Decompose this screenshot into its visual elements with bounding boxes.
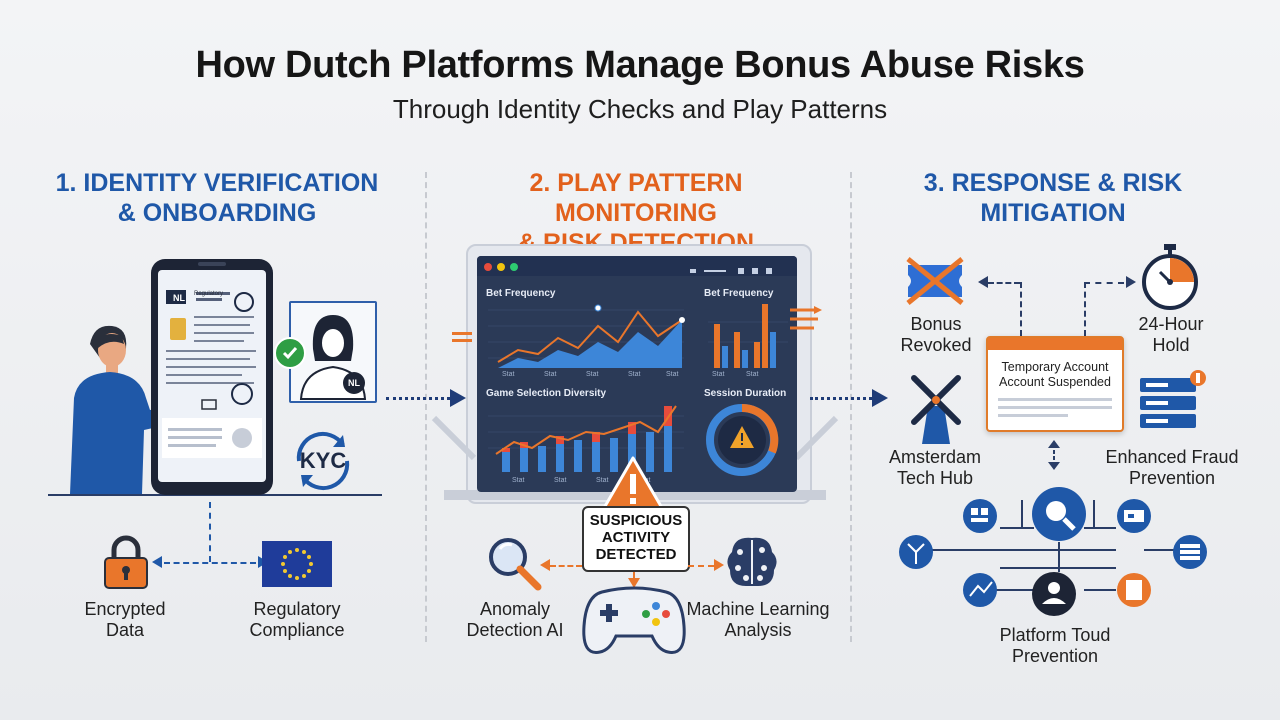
chart-title: Bet Frequency bbox=[704, 288, 774, 299]
bet-frequency-line-chart: Stat Stat Stat Stat Stat bbox=[488, 304, 685, 378]
page-title: How Dutch Platforms Manage Bonus Abuse R… bbox=[195, 44, 1085, 86]
stopwatch-icon bbox=[1142, 244, 1198, 310]
arrow-right-icon bbox=[714, 559, 724, 571]
cancelled-ticket-icon bbox=[906, 257, 964, 305]
gamepad-icon bbox=[582, 586, 686, 654]
arrow-down-icon bbox=[628, 572, 640, 588]
eu-flag-icon bbox=[262, 541, 332, 587]
connector-line bbox=[1020, 282, 1022, 336]
page-subtitle: Through Identity Checks and Play Pattern… bbox=[392, 94, 888, 124]
svg-text:Stat: Stat bbox=[666, 371, 679, 378]
windmill-icon bbox=[911, 375, 961, 444]
connector-line bbox=[209, 502, 211, 562]
connector-line bbox=[1084, 282, 1124, 284]
equals-marker-icon bbox=[452, 330, 472, 344]
section-divider bbox=[850, 172, 852, 642]
connector-line bbox=[1084, 282, 1086, 336]
smartphone-illustration bbox=[151, 259, 273, 495]
svg-text:Stat: Stat bbox=[544, 371, 557, 378]
section-heading-identity: 1. IDENTITY VERIFICATION& ONBOARDING bbox=[55, 169, 379, 227]
window-minimize-dot[interactable] bbox=[497, 263, 505, 271]
chart-title: Session Duration bbox=[704, 388, 787, 399]
svg-text:Stat: Stat bbox=[628, 371, 641, 378]
document-header: Regulatory bbox=[194, 291, 224, 297]
flow-out-arrows-icon bbox=[790, 306, 822, 332]
arrow-left-icon bbox=[978, 276, 988, 288]
bidirectional-arrow-icon bbox=[1048, 440, 1060, 470]
bet-frequency-bar-chart: Stat Stat bbox=[708, 304, 788, 378]
svg-text:Stat: Stat bbox=[746, 371, 759, 378]
nl-badge: NL bbox=[343, 372, 365, 394]
flow-arrow-line bbox=[810, 397, 872, 400]
svg-text:Stat: Stat bbox=[554, 477, 567, 484]
document-badge: NL bbox=[173, 293, 185, 303]
connector-line bbox=[550, 565, 582, 567]
svg-text:Stat: Stat bbox=[586, 371, 599, 378]
section-divider bbox=[425, 172, 427, 642]
chart-title: Bet Frequency bbox=[486, 288, 556, 299]
account-suspended-notice: Temporary Account Account Suspended bbox=[986, 336, 1124, 432]
person-illustration bbox=[70, 325, 186, 494]
arrow-right-icon bbox=[1126, 276, 1136, 288]
window-close-dot[interactable] bbox=[484, 263, 492, 271]
arrow-right-icon bbox=[872, 389, 888, 407]
connector-line bbox=[164, 562, 256, 564]
server-icon bbox=[1140, 370, 1206, 428]
svg-text:Stat: Stat bbox=[512, 477, 525, 484]
window-toolbar-icons bbox=[690, 262, 780, 274]
arrow-right-icon bbox=[450, 389, 466, 407]
padlock-icon bbox=[104, 535, 148, 589]
kyc-cycle-icon bbox=[296, 431, 350, 491]
warning-icon bbox=[602, 456, 664, 510]
connector-line bbox=[988, 282, 1020, 284]
chart-title: Game Selection Diversity bbox=[486, 388, 607, 399]
flow-arrow-line bbox=[386, 397, 450, 400]
svg-text:Stat: Stat bbox=[502, 371, 515, 378]
window-maximize-dot[interactable] bbox=[510, 263, 518, 271]
arrow-left-icon bbox=[540, 559, 550, 571]
magnifier-icon bbox=[489, 538, 542, 591]
kyc-label: KYC bbox=[299, 448, 347, 473]
session-duration-gauge bbox=[706, 403, 779, 476]
brain-icon bbox=[727, 537, 777, 586]
svg-text:Stat: Stat bbox=[712, 371, 725, 378]
arrow-left-icon bbox=[152, 556, 162, 568]
verified-check-icon bbox=[274, 337, 306, 369]
svg-text:Stat: Stat bbox=[596, 477, 609, 484]
fraud-network-diagram bbox=[899, 487, 1207, 616]
connector-line bbox=[688, 565, 714, 567]
suspicious-activity-alert: SUSPICIOUS ACTIVITY DETECTED bbox=[582, 506, 690, 572]
